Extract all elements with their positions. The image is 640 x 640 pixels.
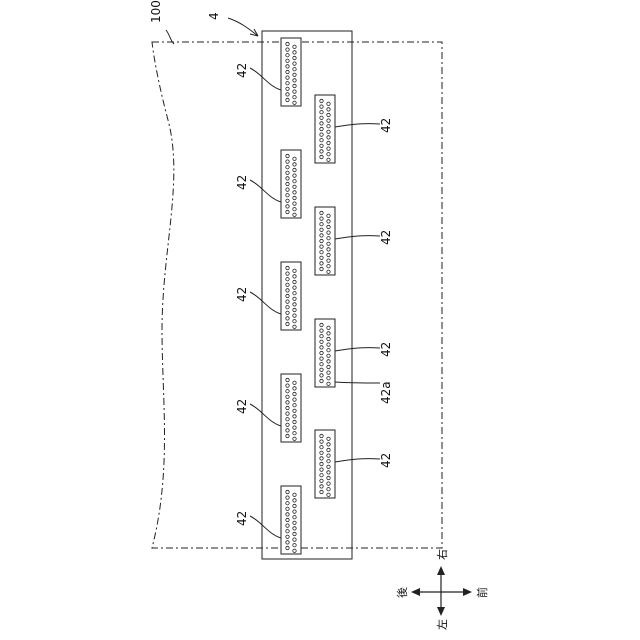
head-label: 42	[235, 511, 249, 526]
leader-line	[250, 180, 281, 202]
leader-line	[335, 459, 380, 462]
arrowhead-right	[463, 588, 472, 596]
direction-up-label: 右	[435, 549, 449, 560]
leader-line	[335, 124, 380, 127]
print-head-body	[281, 262, 301, 330]
head-label: 42a	[379, 381, 393, 404]
head-group	[281, 38, 335, 554]
head-label: 42	[379, 118, 393, 133]
leader-line	[335, 348, 380, 351]
print-head-body	[281, 374, 301, 442]
head-label: 42	[235, 63, 249, 78]
print-head	[281, 150, 301, 218]
head-label: 42	[379, 453, 393, 468]
strip-label: 4	[207, 12, 221, 20]
head-label: 42	[379, 230, 393, 245]
head-label-group: 42 42 42 42 42 42 42 42 42 42a	[235, 63, 393, 538]
strip-leader	[228, 18, 258, 36]
print-head	[315, 207, 335, 275]
print-head-body	[315, 95, 335, 163]
print-head	[315, 319, 335, 387]
leader-line	[250, 404, 281, 426]
print-head	[315, 95, 335, 163]
arrowhead-up	[437, 566, 445, 575]
leader-line	[250, 68, 281, 90]
print-head-body	[281, 150, 301, 218]
head-label: 42	[235, 175, 249, 190]
head-label: 42	[235, 399, 249, 414]
head-label: 42	[379, 342, 393, 357]
print-head	[281, 374, 301, 442]
print-head	[315, 430, 335, 498]
print-head-body	[281, 38, 301, 106]
leader-line	[250, 292, 281, 314]
print-head	[281, 38, 301, 106]
print-head-body	[315, 207, 335, 275]
leader-line	[335, 236, 380, 239]
head-label: 42	[235, 287, 249, 302]
direction-left-label: 後	[395, 587, 409, 598]
print-head	[281, 262, 301, 330]
print-head-body	[315, 430, 335, 498]
direction-right-label: 前	[475, 587, 489, 598]
leader-line	[250, 516, 281, 538]
arrowhead-left	[411, 588, 420, 596]
substrate-label: 100	[149, 0, 163, 23]
leader-line-42a	[335, 382, 380, 383]
direction-down-label: 左	[436, 619, 449, 630]
print-head-body	[281, 486, 301, 554]
arrowhead-down	[437, 607, 445, 616]
print-head	[281, 486, 301, 554]
strip-4	[262, 31, 352, 559]
direction-indicator: 右 左 後 前	[395, 549, 489, 630]
print-head-body	[315, 319, 335, 387]
